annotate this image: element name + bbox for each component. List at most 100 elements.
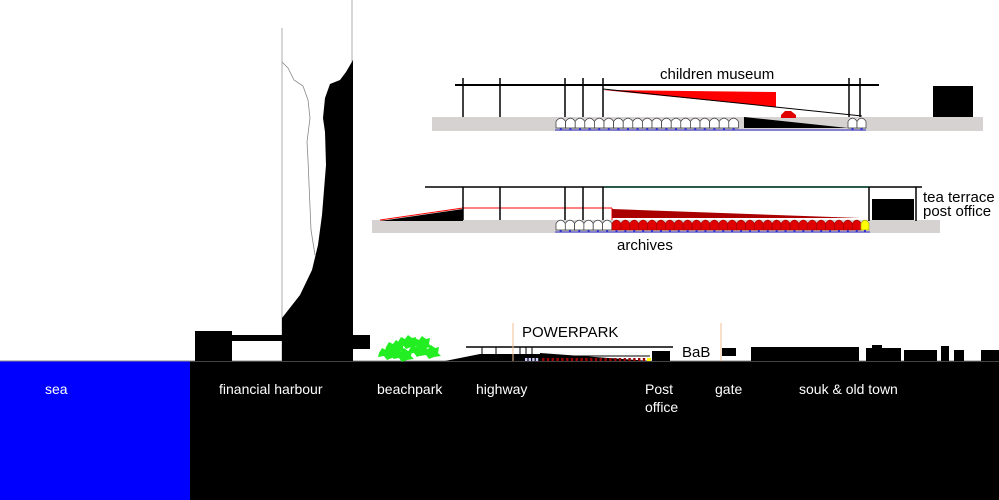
foundation-dot	[748, 230, 751, 232]
foundation-dot	[559, 230, 562, 232]
arch	[574, 219, 585, 231]
arch	[736, 219, 746, 231]
bab-label: BaB	[682, 344, 711, 361]
foundation-dot	[588, 128, 591, 130]
arch	[798, 219, 809, 231]
foundation-dot	[525, 358, 528, 361]
tea-terrace-block-1	[933, 86, 973, 117]
arch	[860, 219, 870, 231]
arch	[682, 219, 693, 231]
ground-area	[190, 361, 999, 500]
arch	[565, 117, 576, 129]
foundation-dot	[638, 358, 641, 361]
souk-block-3	[904, 350, 937, 361]
foundation-dot	[568, 230, 571, 232]
foundation-dot	[677, 230, 680, 232]
foundation-dot	[535, 358, 539, 361]
foundation-dot	[607, 128, 610, 130]
foundation-dot	[532, 358, 535, 361]
foundation-dot	[811, 230, 814, 232]
tower-outline	[281, 61, 316, 256]
arch	[745, 219, 755, 231]
harbour-block-right	[352, 335, 370, 349]
arch	[825, 219, 835, 231]
arch	[699, 117, 710, 129]
foundation-dot	[713, 128, 716, 130]
ground-label-souk-old-town: souk & old town	[799, 381, 898, 397]
archives-label: archives	[617, 237, 673, 254]
arch	[816, 219, 826, 231]
arch	[613, 117, 624, 129]
souk-block-2b	[872, 345, 882, 349]
foundation-dot	[829, 230, 832, 232]
arch	[847, 117, 858, 129]
foundation-dot	[793, 230, 796, 232]
arch	[718, 117, 730, 129]
columns-1	[462, 78, 861, 117]
foundation-dot	[855, 230, 858, 232]
arch	[555, 117, 566, 129]
foundation-dot	[636, 128, 639, 130]
foundation-dot	[614, 358, 617, 361]
arch	[709, 117, 720, 129]
foundation-dot	[704, 230, 707, 232]
foundation-dot	[617, 128, 620, 130]
foundation-dot	[646, 128, 649, 130]
arch	[691, 219, 702, 231]
post-office-block	[872, 199, 914, 220]
beachpark-trees	[378, 335, 441, 362]
harbour-bridge	[232, 335, 284, 341]
ground-label-sea: sea	[45, 381, 68, 397]
foundation-dot	[633, 230, 636, 232]
foundation-dot	[757, 230, 760, 232]
columns-2	[462, 187, 604, 220]
foundation-dot	[684, 128, 687, 130]
arch	[843, 219, 853, 231]
foundation-dot	[624, 230, 627, 232]
foundation-dot	[561, 358, 564, 361]
foundation-dot	[596, 230, 599, 232]
arch	[754, 219, 764, 231]
foundation-dot	[860, 128, 863, 130]
arch	[856, 117, 867, 129]
arch	[611, 219, 622, 231]
foundation-dot	[864, 230, 866, 232]
foundation-dot	[675, 128, 677, 130]
foundation-dot	[578, 230, 581, 232]
foundation-dot	[587, 230, 590, 232]
foundation-dot	[766, 230, 769, 232]
foundation-dot	[775, 230, 778, 232]
foundation-dot	[606, 230, 609, 232]
arch	[718, 219, 729, 231]
arch	[583, 219, 594, 231]
foundation-dot	[837, 230, 840, 232]
powerpark-section	[445, 323, 722, 361]
arch	[592, 219, 603, 231]
harbour-block-left	[195, 331, 232, 361]
arch	[564, 219, 575, 231]
foundation-dot	[575, 358, 578, 361]
black-ramp-2	[380, 209, 463, 221]
ground-label-post-office-line1: Post	[645, 381, 674, 397]
foundation-dot	[546, 358, 550, 361]
arch	[638, 219, 648, 231]
foundation-dot	[695, 230, 698, 232]
arches-2	[555, 219, 870, 232]
red-ramp-line-2	[379, 207, 464, 221]
foundation-dot	[609, 358, 612, 361]
foundation-dot	[528, 358, 531, 361]
foundation-dot	[633, 358, 636, 361]
foundation-dot	[598, 128, 601, 130]
foundation-dot	[551, 358, 554, 361]
foundation-dot	[642, 358, 646, 361]
foundation-dot	[566, 358, 569, 361]
post-office-label: post office	[923, 203, 992, 220]
arch	[656, 219, 666, 231]
ramp-line-1	[602, 88, 863, 117]
archives-section	[372, 186, 940, 233]
foundation-dot	[590, 358, 593, 361]
old-town-blocks	[722, 345, 999, 361]
black-ramp-1	[744, 117, 848, 128]
ground-label-gate: gate	[715, 381, 743, 397]
